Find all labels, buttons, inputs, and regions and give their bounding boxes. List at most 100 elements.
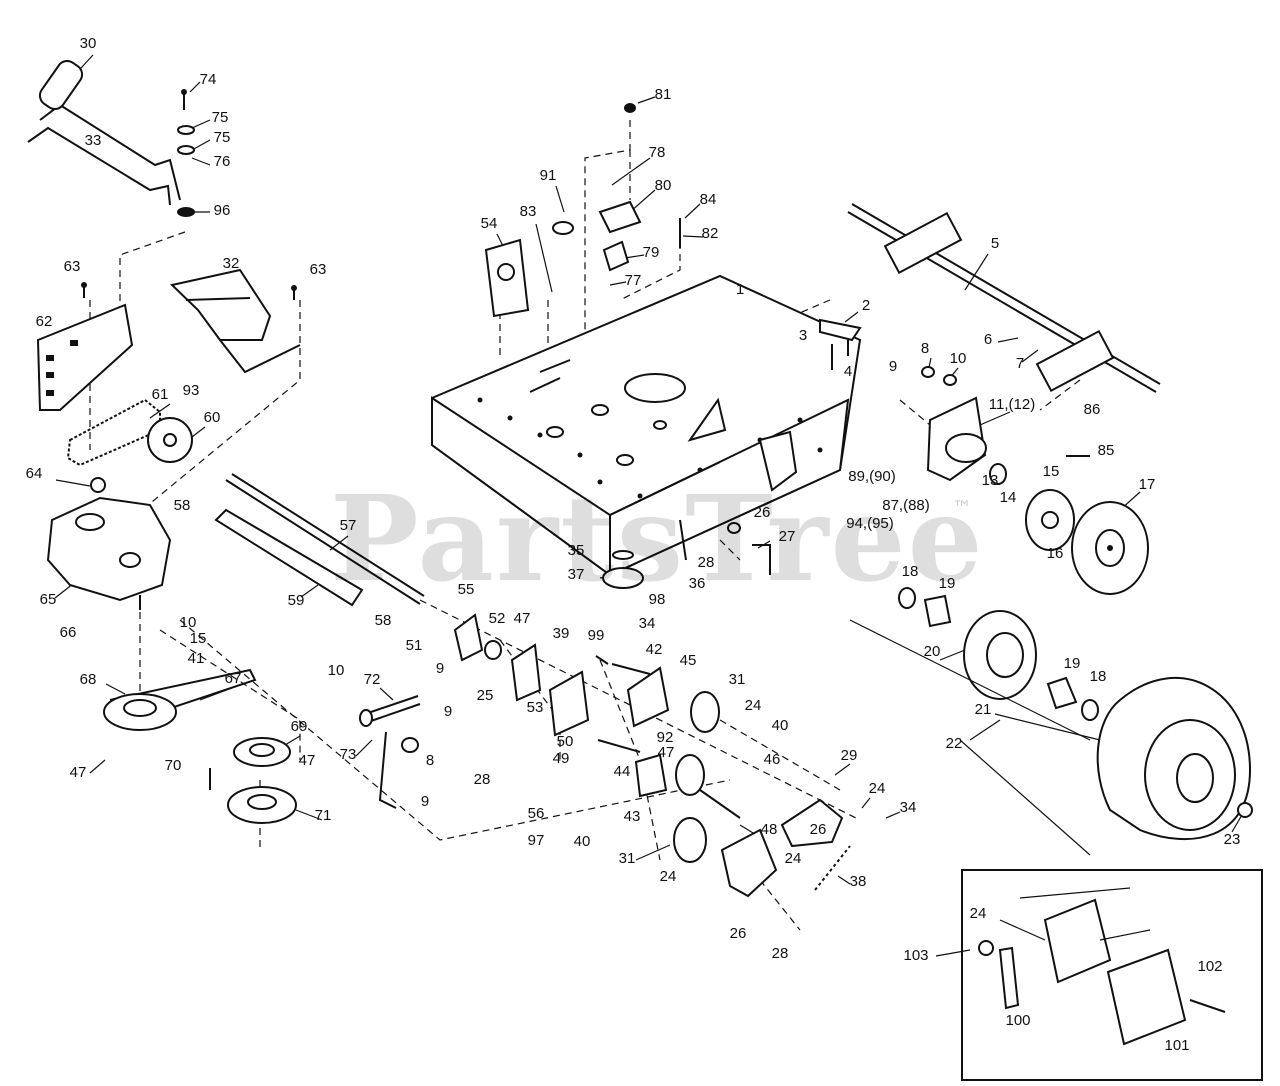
callout-c-10c: 10 <box>328 662 345 679</box>
callout-c-92: 92 <box>657 729 674 746</box>
guards-spring <box>720 798 851 898</box>
callout-c-99: 99 <box>588 627 605 644</box>
callout-c-63a: 63 <box>64 258 81 275</box>
callout-c-15b: 15 <box>190 630 207 647</box>
callout-c-9b: 9 <box>436 660 444 677</box>
callout-c-91: 91 <box>540 167 557 184</box>
inset-box <box>961 869 1263 1081</box>
pivot-arms <box>359 695 421 809</box>
callout-c-24c: 24 <box>785 850 802 867</box>
callout-c-62: 62 <box>36 313 53 330</box>
callout-c-74: 74 <box>200 71 217 88</box>
callout-c-50: 50 <box>557 733 574 750</box>
callout-c-40b: 40 <box>574 833 591 850</box>
callout-c-15a: 15 <box>1043 463 1060 480</box>
callout-c-1: 1 <box>736 281 744 298</box>
callout-c-26c: 26 <box>730 925 747 942</box>
callout-c-5: 5 <box>991 235 999 252</box>
callout-c-16: 16 <box>1047 545 1064 562</box>
callout-c-82: 82 <box>702 225 719 242</box>
callout-c-34b: 34 <box>900 799 917 816</box>
callout-c-52: 52 <box>489 610 506 627</box>
callout-c-8b: 8 <box>426 752 434 769</box>
callout-c-64: 64 <box>26 465 43 482</box>
brake-drum <box>1071 501 1149 595</box>
callout-c-47a: 47 <box>514 610 531 627</box>
callout-c-45: 45 <box>680 652 697 669</box>
axle-shafts <box>214 473 425 607</box>
callout-c-2: 2 <box>862 297 870 314</box>
hardware-stack-lever <box>177 89 195 217</box>
callout-c-51: 51 <box>406 637 423 654</box>
callout-c-24b: 24 <box>869 780 886 797</box>
callout-c-98: 98 <box>649 591 666 608</box>
callout-c-47b: 47 <box>299 752 316 769</box>
callout-c-87: 87,(88) <box>882 497 930 514</box>
callout-c-38: 38 <box>850 873 867 890</box>
callout-c-44: 44 <box>614 763 631 780</box>
callout-c-28b: 28 <box>474 771 491 788</box>
callout-c-97: 97 <box>528 832 545 849</box>
callout-c-57: 57 <box>340 517 357 534</box>
callout-c-7: 7 <box>1016 355 1024 372</box>
callout-c-63b: 63 <box>310 261 327 278</box>
callout-c-47d: 47 <box>70 764 87 781</box>
callout-c-24a: 24 <box>745 697 762 714</box>
callout-c-19a: 19 <box>939 575 956 592</box>
callout-c-58a: 58 <box>174 497 191 514</box>
callout-c-18a: 18 <box>902 563 919 580</box>
callout-c-83: 83 <box>520 203 537 220</box>
callout-c-9a: 9 <box>889 358 897 375</box>
chain-sprocket <box>66 398 193 467</box>
tire <box>849 619 1253 841</box>
callout-c-28c: 28 <box>772 945 789 962</box>
callout-c-48: 48 <box>761 821 778 838</box>
pulleys-belt <box>103 668 297 824</box>
callout-c-60: 60 <box>204 409 221 426</box>
callout-c-36: 36 <box>689 575 706 592</box>
callout-c-22: 22 <box>946 735 963 752</box>
callout-c-86: 86 <box>1084 401 1101 418</box>
callout-c-35: 35 <box>568 542 585 559</box>
callout-c-53: 53 <box>527 699 544 716</box>
idler-assembly <box>453 613 741 863</box>
callout-c-55: 55 <box>458 581 475 598</box>
callout-c-29: 29 <box>841 747 858 764</box>
callout-c-26a: 26 <box>754 504 771 521</box>
transaxle <box>46 477 172 610</box>
callout-c-100: 100 <box>1005 1012 1030 1029</box>
callout-c-9c: 9 <box>444 703 452 720</box>
callout-c-23: 23 <box>1224 831 1241 848</box>
callout-c-94: 94,(95) <box>846 515 894 532</box>
bracket-54 <box>484 103 681 318</box>
callout-c-78: 78 <box>649 144 666 161</box>
callout-c-14: 14 <box>1000 489 1017 506</box>
cross-shaft <box>847 203 1161 393</box>
callout-c-72: 72 <box>364 671 381 688</box>
callout-c-21: 21 <box>975 701 992 718</box>
callout-c-75b: 75 <box>214 129 231 146</box>
callout-c-65: 65 <box>40 591 57 608</box>
callout-c-18b: 18 <box>1090 668 1107 685</box>
callout-c-19b: 19 <box>1064 655 1081 672</box>
brake-assembly <box>921 366 1090 551</box>
callout-c-101: 101 <box>1164 1037 1189 1054</box>
callout-c-42: 42 <box>646 641 663 658</box>
wheel-hub <box>898 587 1099 721</box>
callout-c-85: 85 <box>1098 442 1115 459</box>
callout-c-20: 20 <box>924 643 941 660</box>
callout-c-28a: 28 <box>698 554 715 571</box>
callout-c-30: 30 <box>80 35 97 52</box>
callout-c-81: 81 <box>655 86 672 103</box>
callout-c-59: 59 <box>288 592 305 609</box>
callout-c-66: 66 <box>60 624 77 641</box>
callout-c-93: 93 <box>183 382 200 399</box>
main-frame <box>431 274 862 577</box>
callout-c-10a: 10 <box>950 350 967 367</box>
callout-c-96: 96 <box>214 202 231 219</box>
callout-c-54: 54 <box>481 215 498 232</box>
callout-c-75a: 75 <box>212 109 229 126</box>
callout-c-84: 84 <box>700 191 717 208</box>
bracket-32 <box>169 268 301 374</box>
callout-c-56: 56 <box>528 805 545 822</box>
